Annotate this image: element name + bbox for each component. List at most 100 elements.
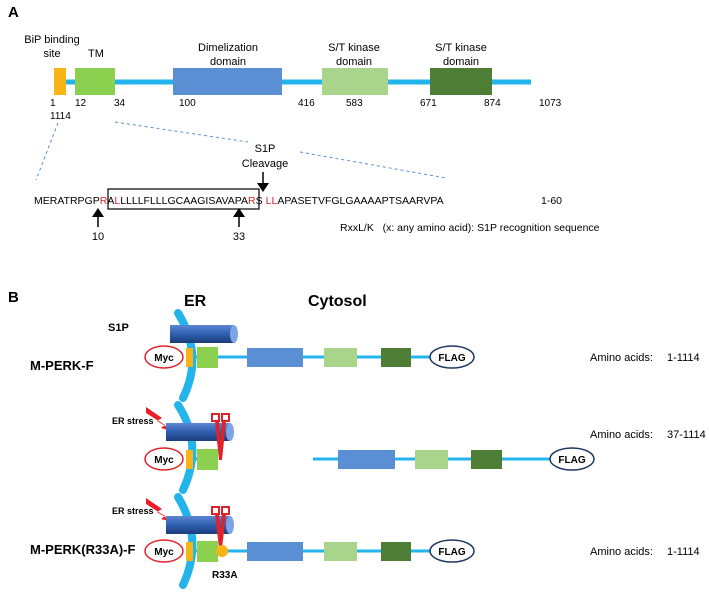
row3-scissors-icon	[211, 506, 230, 548]
seq-prefix: MERATRPGP	[34, 195, 100, 207]
row1-kinase2-domain	[381, 348, 411, 367]
position-1: 1	[50, 98, 56, 109]
row3-dimer-domain	[247, 542, 303, 561]
s1p-cylinder-1	[170, 325, 234, 343]
er-label: ER	[184, 293, 207, 310]
row2-tm-domain	[197, 449, 218, 470]
seq-suffix: APASETVFGLGAAAAPTSAARVPA	[277, 195, 443, 207]
row3-kinase1-domain	[324, 542, 357, 561]
row2-kinase2-domain	[471, 450, 502, 469]
zoom-line-right-a	[114, 121, 249, 143]
position-34: 34	[114, 98, 126, 109]
row1-aa-label: Amino acids:	[590, 352, 653, 364]
arrow-33-label: 33	[233, 231, 245, 243]
position-1073: 1073	[539, 98, 562, 109]
bip-domain	[54, 68, 66, 95]
row3-r33a-mutation-marker	[216, 545, 228, 557]
row3-bip-domain	[186, 542, 193, 561]
row3-construct-name: M-PERK(R33A)-F	[30, 542, 136, 557]
arrow-33-head	[233, 208, 245, 217]
zoom-line-left	[35, 122, 59, 181]
row3-aa-label: Amino acids:	[590, 546, 653, 558]
kinase-domain-1	[322, 68, 388, 95]
kinase1-label-line1: S/T kinase	[328, 42, 380, 54]
row1-myc-tag	[144, 345, 184, 369]
row2-dimer-domain	[338, 450, 395, 469]
row3-aa-range: 1-1114	[667, 546, 700, 558]
seq-r10: R	[100, 195, 108, 207]
row1-myc-label: Myc	[154, 353, 174, 364]
row1-flag-tag	[429, 345, 475, 369]
row2-myc-tag	[144, 447, 184, 471]
er-membrane-3	[174, 493, 197, 589]
row2-aa-range: 37-1114	[667, 429, 706, 441]
sequence-range: 1-60	[541, 195, 562, 207]
kinase2-label-line2: domain	[443, 56, 479, 68]
s1p-cylinder-2	[166, 423, 230, 441]
seq-a11: A	[107, 195, 114, 207]
row3-lightning-icon	[146, 498, 175, 523]
row1-aa-range: 1-1114	[667, 352, 700, 364]
kinase1-label-line2: domain	[336, 56, 372, 68]
row1-construct-name: M-PERK-F	[30, 358, 94, 373]
position-583: 583	[346, 98, 363, 109]
row3-myc-label: Myc	[154, 547, 174, 558]
row2-flag-label: FLAG	[558, 455, 585, 466]
dimerization-domain	[173, 68, 282, 95]
position-416: 416	[298, 98, 315, 109]
s1p-cylinder-cap-1	[230, 325, 238, 343]
tm-sequence-box	[107, 188, 260, 210]
s1p-label: S1P	[255, 143, 276, 155]
row2-er-stress-label: ER stress	[112, 416, 154, 426]
row2-lightning-icon	[146, 407, 175, 432]
s1p-b-label: S1P	[108, 322, 129, 334]
row3-flag-label: FLAG	[438, 547, 465, 558]
row2-scissors-icon	[211, 413, 230, 460]
row2-myc-label: Myc	[154, 455, 174, 466]
cleavage-label: Cleavage	[242, 158, 288, 170]
panel-b-label: B	[8, 289, 19, 306]
seq-boxed: LLLLFLLLGCAAGISAVAPA	[120, 195, 248, 207]
row3-tm-domain	[197, 541, 218, 562]
row2-bip-domain	[186, 450, 193, 469]
row3-myc-tag	[144, 539, 184, 563]
tm-label: TM	[88, 48, 104, 60]
tm-domain	[75, 68, 115, 95]
row3-er-stress-label: ER stress	[112, 506, 154, 516]
er-membrane-2	[174, 401, 197, 494]
s1p-cylinder-cap-3	[226, 516, 234, 534]
dimer-label-line1: Dimelization	[198, 42, 258, 54]
zoom-line-right-b	[299, 151, 447, 179]
position-100: 100	[179, 98, 196, 109]
row1-tm-domain	[197, 347, 218, 368]
kinase-domain-2	[430, 68, 492, 95]
row1-flag-label: FLAG	[438, 353, 465, 364]
seq-l35: L	[266, 195, 272, 207]
s1p-cylinder-cap-2	[226, 423, 234, 441]
recognition-note: RxxL/K (x: any amino acid): S1P recognit…	[340, 222, 600, 234]
row3-mutation-label: R33A	[212, 570, 238, 581]
s1p-cylinder-3	[166, 516, 230, 534]
row3-flag-tag	[429, 539, 475, 563]
panel-a-label: A	[8, 4, 19, 21]
row1-kinase1-domain	[324, 348, 357, 367]
row2-aa-label: Amino acids:	[590, 429, 653, 441]
position-12: 12	[75, 98, 87, 109]
arrow-10-label: 10	[92, 231, 104, 243]
row3-kinase2-domain	[381, 542, 411, 561]
row2-kinase1-domain	[415, 450, 448, 469]
seq-l36: L	[271, 195, 277, 207]
cleavage-arrow-head	[257, 183, 269, 192]
row1-bip-domain	[186, 348, 193, 367]
kinase2-label-line1: S/T kinase	[435, 42, 487, 54]
seq-l12: L	[114, 195, 120, 207]
bip-label-line2: site	[43, 48, 60, 60]
cytosol-label: Cytosol	[308, 293, 367, 310]
arrow-10-head	[92, 208, 104, 217]
row2-flag-tag	[549, 447, 595, 471]
bip-label-line1: BiP binding	[24, 34, 79, 46]
position-1114: 1114	[50, 111, 71, 122]
dimer-label-line2: domain	[210, 56, 246, 68]
